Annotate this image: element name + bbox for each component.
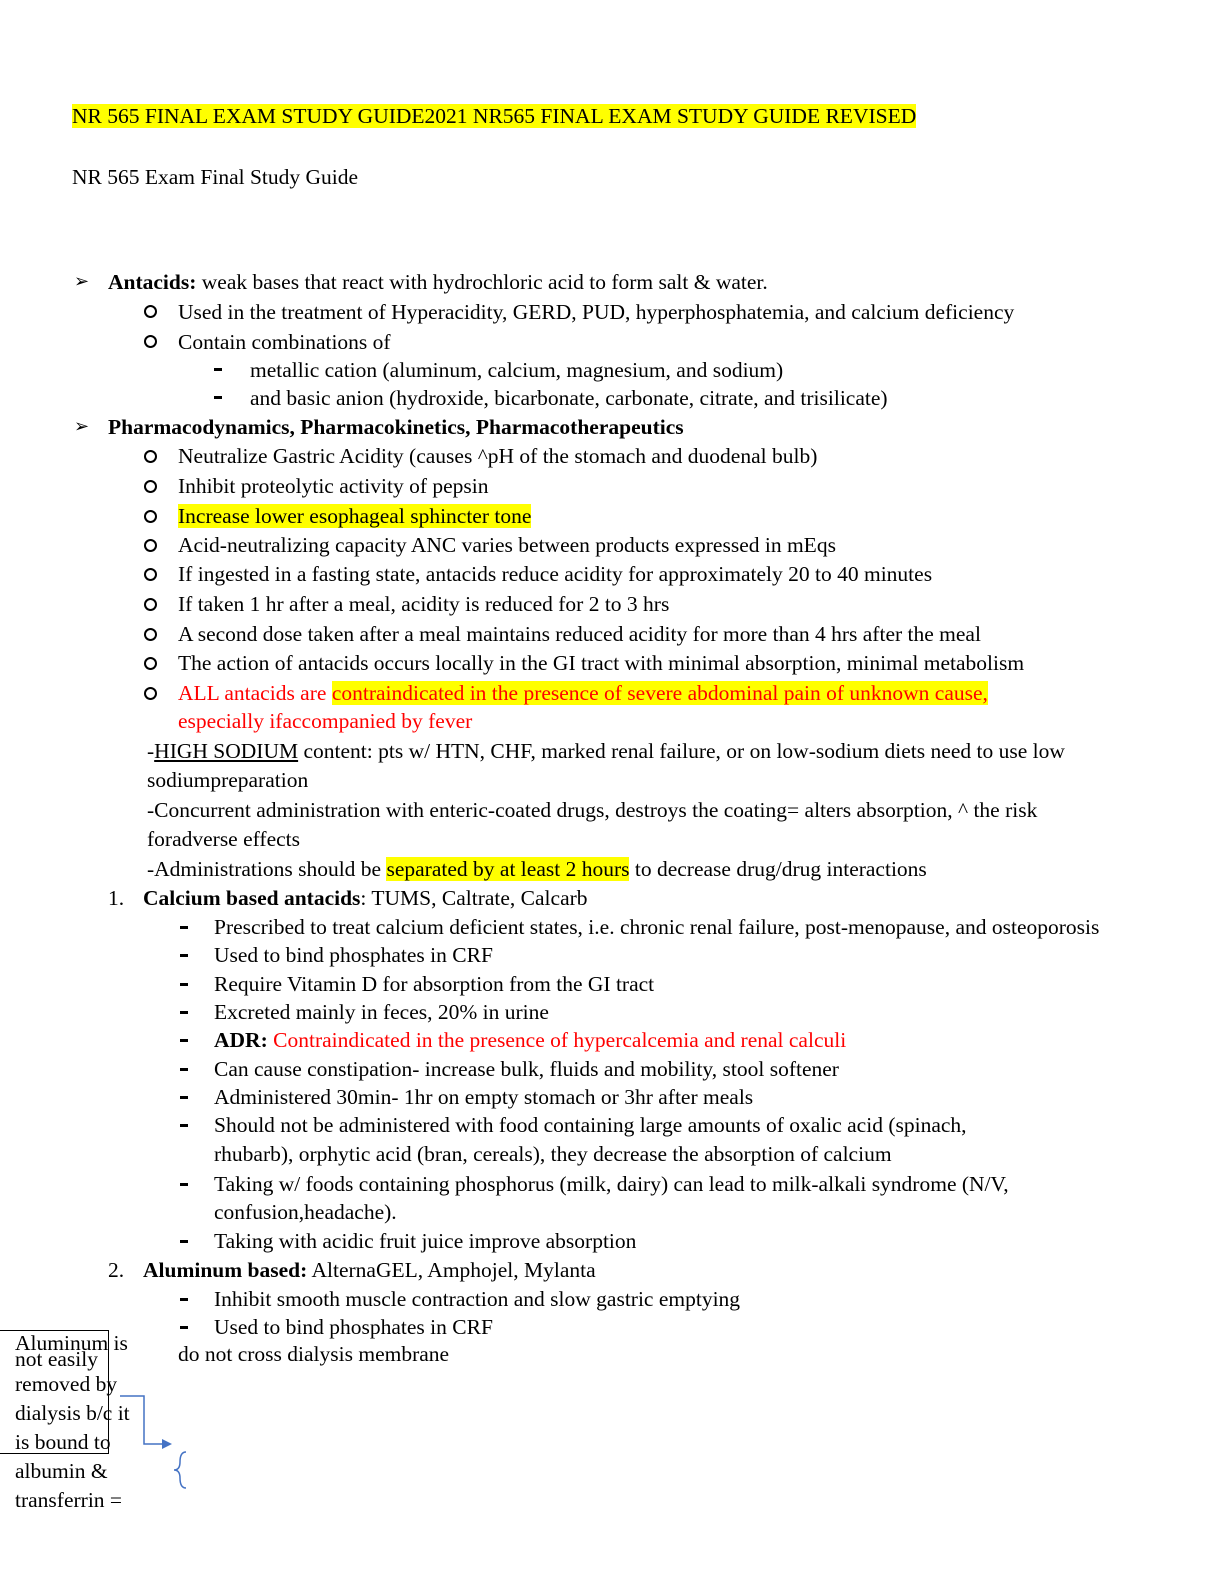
calcium-item-cont: rhubarb), orphytic acid (bran, cereals),… bbox=[214, 1142, 892, 1166]
dash-bullet-icon bbox=[180, 1298, 188, 1301]
pharma-item-highlighted: Increase lower esophageal sphincter tone bbox=[178, 504, 532, 528]
calcium-item: Administered 30min- 1hr on empty stomach… bbox=[214, 1085, 754, 1109]
calcium-item: Prescribed to treat calcium deficient st… bbox=[214, 915, 1100, 939]
calcium-item: Taking w/ foods containing phosphorus (m… bbox=[214, 1172, 1009, 1196]
comment-line: is bound to bbox=[15, 1430, 111, 1454]
calcium-item: Require Vitamin D for absorption from th… bbox=[214, 972, 655, 996]
calcium-item: Can cause constipation- increase bulk, f… bbox=[214, 1057, 839, 1081]
comment-line: albumin & bbox=[15, 1459, 108, 1483]
pharma-contraindication: ALL antacids are contraindicated in the … bbox=[178, 681, 988, 705]
aluminum-note: do not cross dialysis membrane bbox=[178, 1342, 450, 1366]
pharma-item: If taken 1 hr after a meal, acidity is r… bbox=[178, 592, 670, 616]
antacids-definition: Antacids: weak bases that react with hyd… bbox=[108, 270, 768, 294]
calcium-item: Excreted mainly in feces, 20% in urine bbox=[214, 1000, 549, 1024]
high-sodium-note: -HIGH SODIUM content: pts w/ HTN, CHF, m… bbox=[147, 739, 1065, 763]
circle-bullet-icon bbox=[144, 450, 157, 463]
pharma-item: A second dose taken after a meal maintai… bbox=[178, 622, 981, 646]
calcium-item: Should not be administered with food con… bbox=[214, 1113, 967, 1137]
dash-bullet-icon bbox=[180, 954, 188, 957]
dash-bullet-icon bbox=[214, 368, 222, 371]
document-subtitle: NR 565 Exam Final Study Guide bbox=[72, 165, 359, 189]
calcium-item: Taking with acidic fruit juice improve a… bbox=[214, 1229, 637, 1253]
comment-line: Aluminum is bbox=[15, 1331, 128, 1355]
comment-line: not easily bbox=[15, 1347, 98, 1371]
calcium-adr: ADR: Contraindicated in the presence of … bbox=[214, 1028, 847, 1052]
pharma-contraindication-cont: especially ifaccompanied by fever bbox=[178, 709, 473, 733]
circle-bullet-icon bbox=[144, 598, 157, 611]
arrow-bullet-icon: ➢ bbox=[74, 416, 90, 437]
list-number: 1. bbox=[108, 886, 125, 910]
circle-bullet-icon bbox=[144, 510, 157, 523]
circle-bullet-icon bbox=[144, 657, 157, 670]
dash-bullet-icon bbox=[180, 1039, 188, 1042]
comment-box bbox=[0, 1330, 109, 1454]
pharma-item: The action of antacids occurs locally in… bbox=[178, 651, 1025, 675]
dash-bullet-icon bbox=[180, 926, 188, 929]
pharma-item: Acid-neutralizing capacity ANC varies be… bbox=[178, 533, 836, 557]
dash-bullet-icon bbox=[180, 1326, 188, 1329]
dash-bullet-icon bbox=[180, 1240, 188, 1243]
dash-bullet-icon bbox=[214, 396, 222, 399]
comment-line: transferrin = bbox=[15, 1488, 123, 1512]
arrow-bullet-icon: ➢ bbox=[74, 271, 90, 292]
circle-bullet-icon bbox=[144, 480, 157, 493]
dash-bullet-icon bbox=[180, 1183, 188, 1186]
circle-bullet-icon bbox=[144, 335, 157, 348]
dash-bullet-icon bbox=[180, 1068, 188, 1071]
antacids-item: Used in the treatment of Hyperacidity, G… bbox=[178, 300, 1015, 324]
circle-bullet-icon bbox=[144, 305, 157, 318]
aluminum-heading: Aluminum based: AlternaGEL, Amphojel, My… bbox=[143, 1258, 596, 1282]
list-number: 2. bbox=[108, 1258, 125, 1282]
dash-bullet-icon bbox=[180, 1011, 188, 1014]
comment-line: dialysis b/c it bbox=[15, 1401, 130, 1425]
circle-bullet-icon bbox=[144, 568, 157, 581]
dash-bullet-icon bbox=[180, 983, 188, 986]
calcium-item: Used to bind phosphates in CRF bbox=[214, 943, 493, 967]
antacids-subitem: and basic anion (hydroxide, bicarbonate,… bbox=[250, 386, 888, 410]
high-sodium-note-cont: sodiumpreparation bbox=[147, 768, 309, 792]
connector-arrow-icon bbox=[120, 1395, 187, 1489]
circle-bullet-icon bbox=[144, 687, 157, 700]
pharma-heading: Pharmacodynamics, Pharmacokinetics, Phar… bbox=[108, 415, 684, 439]
aluminum-item: Inhibit smooth muscle contraction and sl… bbox=[214, 1287, 741, 1311]
pharma-item: Inhibit proteolytic activity of pepsin bbox=[178, 474, 489, 498]
pharma-item: If ingested in a fasting state, antacids… bbox=[178, 562, 933, 586]
pharma-item: Neutralize Gastric Acidity (causes ^pH o… bbox=[178, 444, 818, 468]
calcium-heading: Calcium based antacids: TUMS, Caltrate, … bbox=[143, 886, 588, 910]
enteric-note: -Concurrent administration with enteric-… bbox=[147, 798, 1038, 822]
circle-bullet-icon bbox=[144, 628, 157, 641]
enteric-note-cont: foradverse effects bbox=[147, 827, 300, 851]
dash-bullet-icon bbox=[180, 1096, 188, 1099]
calcium-item-cont: confusion,headache). bbox=[214, 1200, 397, 1224]
document-title: NR 565 FINAL EXAM STUDY GUIDE2021 NR565 … bbox=[72, 104, 917, 128]
antacids-subitem: metallic cation (aluminum, calcium, magn… bbox=[250, 358, 784, 382]
dash-bullet-icon bbox=[180, 1124, 188, 1127]
separation-note: -Administrations should be separated by … bbox=[147, 857, 927, 881]
aluminum-item: Used to bind phosphates in CRF bbox=[214, 1315, 493, 1339]
circle-bullet-icon bbox=[144, 539, 157, 552]
antacids-item: Contain combinations of bbox=[178, 330, 391, 354]
comment-line: removed by bbox=[15, 1372, 118, 1396]
